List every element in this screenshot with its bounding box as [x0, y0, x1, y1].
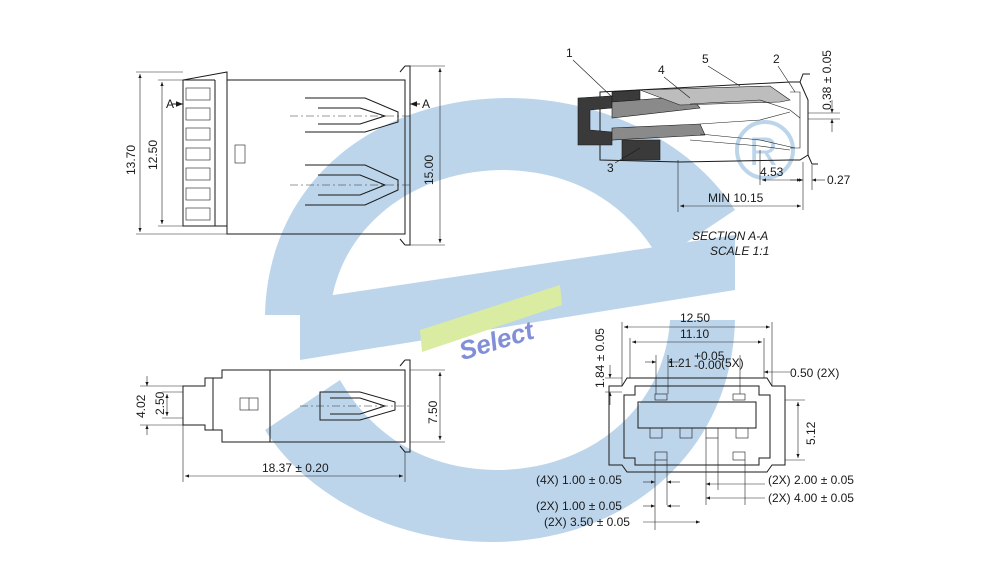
registered-mark-letter: R — [749, 130, 778, 174]
callout-1: 1 — [566, 46, 573, 60]
dim-1-84: 1.84 ± 0.05 — [593, 328, 607, 388]
dim-2-50: 2.50 — [153, 391, 167, 415]
registered-mark — [735, 120, 795, 180]
callout-4: 4 — [658, 63, 665, 77]
leader-3 — [614, 147, 641, 164]
watermark-green-band — [420, 285, 562, 352]
section-housing-bottom — [621, 139, 661, 161]
dim-4-02: 4.02 — [134, 394, 148, 418]
dim-12-50: 12.50 — [146, 140, 160, 170]
dim-0-38: 0.38 ± 0.05 — [820, 50, 834, 110]
dim-11-10: 11.10 — [680, 327, 709, 341]
watermark-arc-bottom — [265, 320, 735, 543]
dim-2x-2-00: (2X) 2.00 ± 0.05 — [768, 473, 854, 487]
dim-15-00: 15.00 — [422, 155, 436, 185]
dim-2x-3-50: (2X) 3.50 ± 0.05 — [544, 515, 630, 529]
top-view-outline — [182, 71, 406, 235]
section-spring-lower — [689, 133, 796, 151]
callout-2: 2 — [773, 52, 780, 66]
side-view: 4.02 2.50 7.50 18.37 ± 0.20 — [134, 359, 445, 482]
top-view-contact-teeth — [185, 87, 211, 221]
dim-5-12: 5.12 — [804, 421, 818, 445]
section-shell-flange — [799, 73, 818, 165]
front-view-pins — [649, 393, 749, 461]
top-view: A A 13.70 12.50 15.00 — [124, 65, 445, 246]
section-shell — [599, 81, 809, 163]
section-insert-lower — [611, 123, 706, 141]
section-title: SECTION A-A — [692, 229, 768, 243]
callout-5: 5 — [702, 52, 709, 66]
leader-5 — [707, 65, 741, 87]
dim-2x-1-00: (2X) 1.00 ± 0.05 — [536, 499, 622, 513]
front-view: 12.50 11.10 1.21 +0.05 -0.00 (5X) 1.84 ±… — [536, 311, 854, 530]
top-view-flange — [405, 65, 411, 246]
side-view-flange — [405, 359, 411, 453]
dim-4-53: 4.53 — [760, 165, 784, 179]
section-mark-right: A — [422, 97, 430, 111]
dim-1-21-tol-upper: +0.05 — [694, 349, 725, 363]
leader-1 — [572, 59, 613, 98]
front-view-tongue — [637, 401, 757, 429]
dim-0-27: 0.27 — [827, 173, 851, 187]
front-view-inner — [623, 385, 771, 466]
dim-0-50: 0.50 (2X) — [790, 366, 839, 380]
section-scale: SCALE 1:1 — [710, 244, 769, 258]
dim-front-12-50: 12.50 — [680, 311, 710, 325]
dim-7-50: 7.50 — [426, 400, 440, 424]
dim-1-21: 1.21 — [668, 356, 692, 370]
top-view-spring-upper — [305, 97, 399, 133]
dim-min-10-15: MIN 10.15 — [708, 191, 764, 205]
dim-2x-4-00: (2X) 4.00 ± 0.05 — [768, 491, 854, 505]
top-view-window — [234, 144, 246, 164]
watermark-arc-top — [265, 97, 735, 315]
dim-13-70: 13.70 — [124, 145, 138, 175]
leader-4 — [663, 76, 691, 99]
dim-1-21-count: (5X) — [721, 356, 744, 370]
dim-18-37: 18.37 ± 0.20 — [262, 461, 329, 475]
dim-1-21-tol-lower: -0.00 — [694, 358, 722, 372]
section-mark-left: A — [166, 97, 174, 111]
watermark-band — [300, 235, 735, 360]
leader-2 — [777, 65, 796, 93]
section-spring-upper — [689, 99, 801, 125]
side-view-flange-lip — [399, 359, 406, 453]
side-view-outline — [182, 369, 406, 443]
top-view-flange-lip — [399, 65, 406, 246]
section-view: 1 2 3 4 5 0.38 ± 0.05 4.53 0.27 MIN 10.1… — [566, 46, 851, 258]
dim-4x-1-00: (4X) 1.00 ± 0.05 — [536, 473, 622, 487]
callout-3: 3 — [607, 161, 614, 175]
